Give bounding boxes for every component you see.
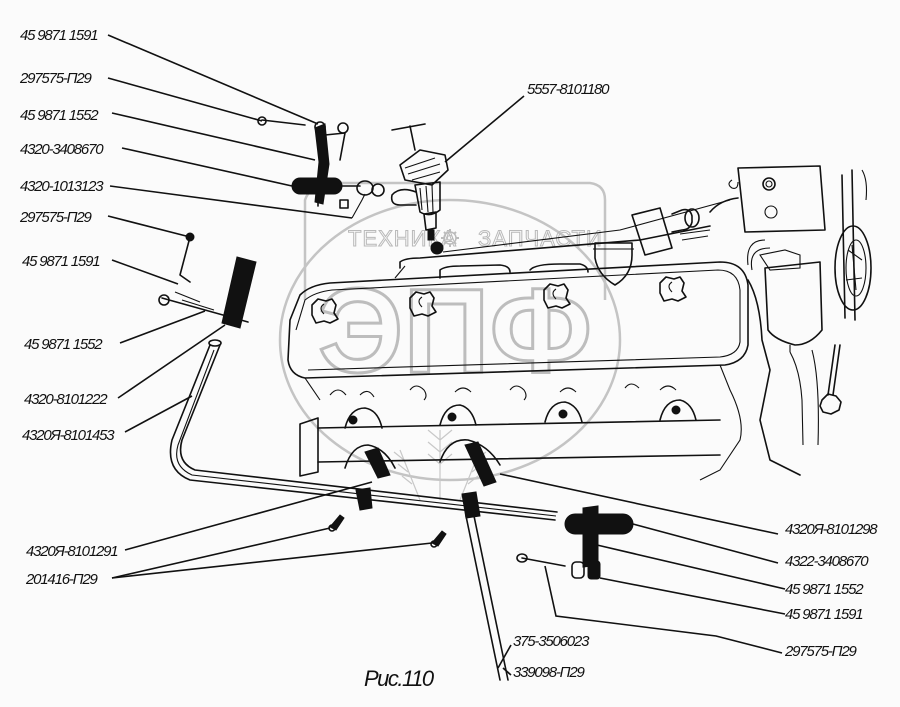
watermark: ТЕХНИКА ЗАПЧАСТИ ЭПФ — [278, 181, 622, 501]
oil-filler — [594, 242, 633, 286]
part-label: 4320-1013123 — [20, 178, 104, 195]
part-labels-bottom: 375-3506023 339098-П29 — [513, 633, 591, 681]
part-label: 45 9871 1552 — [24, 336, 103, 353]
part-label: 201416-П29 — [25, 571, 98, 588]
valve-cover-knob — [543, 283, 571, 309]
part-label: 4320Я-8101291 — [26, 543, 118, 560]
lower-lever — [158, 232, 558, 681]
watermark-right-word: ЗАПЧАСТИ — [478, 226, 603, 251]
watermark-shield — [278, 198, 622, 482]
part-label: 45 9871 1591 — [20, 27, 98, 44]
part-label: 4320-8101222 — [24, 391, 108, 408]
engine-block — [287, 165, 872, 481]
part-label: 4320Я-8101298 — [785, 521, 878, 538]
part-label: 339098-П29 — [513, 664, 585, 681]
part-label: 45 9871 1552 — [785, 581, 864, 598]
part-label: 375-3506023 — [513, 633, 590, 650]
right-bracket — [516, 505, 634, 580]
figure-caption: Рис.110 — [364, 666, 435, 691]
part-label: 45 9871 1591 — [22, 253, 100, 270]
valve-cover — [287, 261, 749, 379]
valve-cover-knob — [311, 298, 339, 324]
gear-icon — [441, 229, 459, 247]
part-label: 4322-3408670 — [785, 553, 869, 570]
part-label: 297575-П29 — [19, 209, 92, 226]
top-linkage — [257, 116, 385, 219]
part-label: 45 9871 1552 — [20, 107, 99, 124]
part-labels-left: 45 9871 1591 297575-П29 45 9871 1552 432… — [19, 27, 119, 588]
part-label: 297575-П29 — [784, 643, 857, 660]
part-label: 45 9871 1591 — [785, 606, 863, 623]
part-label-pump: 5557-8101180 — [527, 81, 610, 98]
exhaust-manifold — [299, 399, 721, 487]
part-label: 297575-П29 — [19, 70, 92, 87]
valve-cover-knob — [659, 276, 687, 302]
fuel-filter — [764, 261, 823, 346]
part-label: 4320Я-8101453 — [22, 427, 115, 444]
manual-pump — [390, 123, 731, 255]
valve-cover-knob — [409, 291, 437, 317]
part-label: 4320-3408670 — [20, 141, 104, 158]
part-labels-right: 4320Я-8101298 4322-3408670 45 9871 1552 … — [784, 521, 879, 660]
leader-lines — [107, 34, 786, 676]
